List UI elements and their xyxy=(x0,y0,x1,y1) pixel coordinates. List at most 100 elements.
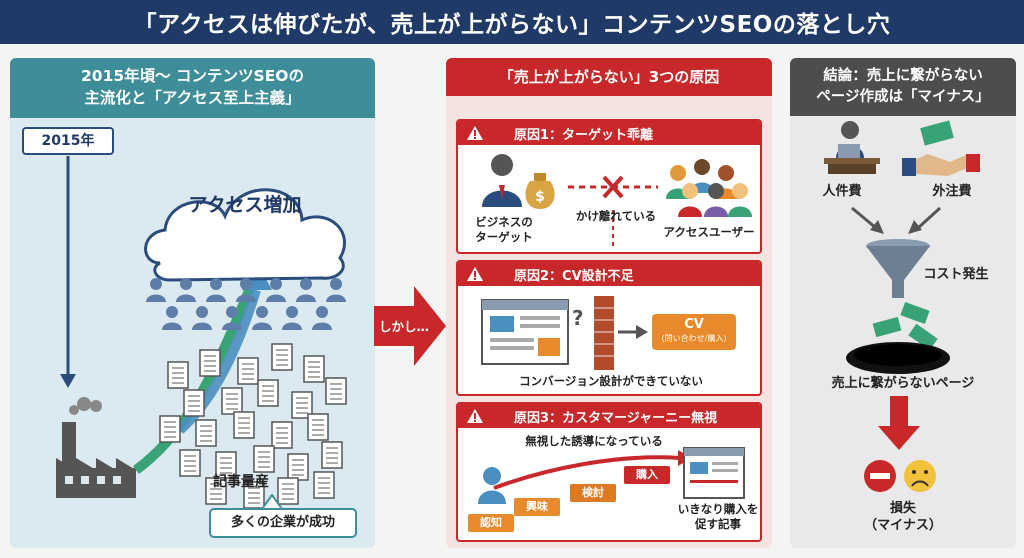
outsource-cost-label: 外注費 xyxy=(932,184,972,199)
person-icon xyxy=(240,278,252,290)
worker-desk-icon xyxy=(824,121,880,174)
webpage-icon xyxy=(481,299,569,365)
page-title: 「アクセスは伸びたが、売上が上がらない」コンテンツSEOの落とし穴 xyxy=(0,0,1024,44)
funnel-icon xyxy=(866,239,930,298)
document-icon xyxy=(221,387,243,415)
but-arrow-icon xyxy=(374,286,446,366)
person-icon xyxy=(150,278,162,290)
document-icon xyxy=(257,379,279,407)
document-icon xyxy=(307,413,329,441)
user-icon xyxy=(478,467,506,504)
document-icon xyxy=(233,411,255,439)
person-icon xyxy=(300,278,312,290)
history-header-line1: 2015年頃〜 コンテンツSEOの xyxy=(81,67,304,85)
factory-icon xyxy=(56,397,136,498)
documents-icon xyxy=(159,343,347,509)
svg-text:$: $ xyxy=(535,189,545,205)
document-icon xyxy=(271,343,293,371)
person-body xyxy=(312,322,332,330)
document-icon xyxy=(183,389,205,417)
hole-icon xyxy=(846,342,950,374)
document-icon xyxy=(195,419,217,447)
person-icon xyxy=(270,278,282,290)
cause2-title: 原因2：CV設計不足 xyxy=(514,268,634,284)
loss-label: 損失（マイナス） xyxy=(864,501,942,533)
conclusion-header-line2: ページ作成は「マイナス」 xyxy=(816,89,990,105)
conclusion-header-line1: 結論：売上に繋がらない xyxy=(823,68,983,84)
brick-wall-icon xyxy=(594,296,614,370)
gap-label: かけ離れている xyxy=(575,209,657,223)
document-icon xyxy=(325,377,347,405)
hole-label: 売上に繋がらないページ xyxy=(831,376,975,391)
but-label: しかし… xyxy=(378,319,429,334)
step-purchase: 購入 xyxy=(624,466,670,484)
warning-icon xyxy=(467,126,483,140)
causes-header: 「売上が上がらない」3つの原因 xyxy=(446,58,772,96)
crowd-icons xyxy=(146,278,346,330)
person-body xyxy=(266,294,286,302)
sad-face-icon xyxy=(904,460,936,492)
labor-cost-label: 人件費 xyxy=(822,184,862,199)
person-icon xyxy=(330,278,342,290)
businessman-icon xyxy=(482,154,522,207)
person-body xyxy=(236,294,256,302)
cloud-text: アクセス増加 xyxy=(188,194,302,216)
cv-box: CV (問い合わせ/購入) xyxy=(652,314,736,350)
article-icon xyxy=(683,447,745,499)
money-bag-icon: $ xyxy=(525,173,555,209)
users-group-icon xyxy=(666,159,752,217)
person-body xyxy=(296,294,316,302)
person-body xyxy=(222,322,242,330)
person-icon xyxy=(286,306,298,318)
conclusion-header: 結論：売上に繋がらない ページ作成は「マイナス」 xyxy=(790,58,1016,116)
cost-label: コスト発生 xyxy=(923,267,989,282)
access-users-label: アクセスユーザー xyxy=(663,225,755,239)
person-body xyxy=(176,294,196,302)
handshake-money-icon xyxy=(902,120,980,176)
question-mark: ? xyxy=(572,306,584,330)
person-body xyxy=(252,322,272,330)
person-icon xyxy=(226,306,238,318)
document-icon xyxy=(167,361,189,389)
cause1-title: 原因1：ターゲット乖離 xyxy=(514,127,654,143)
cv-caption: コンバージョン設計ができていない xyxy=(519,374,703,388)
minus-icon xyxy=(864,460,896,492)
document-icon xyxy=(303,355,325,383)
history-panel-header: 2015年頃〜 コンテンツSEOの 主流化と「アクセス至上主義」 xyxy=(10,58,375,118)
warning-icon xyxy=(467,409,483,423)
cause3-card: 原因3：カスタマージャーニー無視 無視した誘導になっている 認知 興味 検討 購… xyxy=(456,402,762,542)
cause2-card: 原因2：CV設計不足 ? CV (問い合わせ/購入) コンバージョン設計ができて… xyxy=(456,260,762,396)
success-bubble: 多くの企業が成功 xyxy=(209,508,357,538)
document-icon xyxy=(253,445,275,473)
document-icon xyxy=(199,349,221,377)
person-icon xyxy=(180,278,192,290)
document-icon xyxy=(313,471,335,499)
warning-icon xyxy=(467,267,483,281)
person-icon xyxy=(196,306,208,318)
history-illustration xyxy=(56,156,347,509)
person-icon xyxy=(316,306,328,318)
person-body xyxy=(206,294,226,302)
cause3-title: 原因3：カスタマージャーニー無視 xyxy=(514,410,718,426)
conclusion-illustration xyxy=(824,120,980,492)
document-icon xyxy=(237,357,259,385)
person-body xyxy=(326,294,346,302)
person-icon xyxy=(256,306,268,318)
person-body xyxy=(192,322,212,330)
step-consideration: 検討 xyxy=(570,484,616,502)
document-icon xyxy=(321,441,343,469)
docs-label: 記事量産 xyxy=(213,474,269,490)
person-body xyxy=(282,322,302,330)
document-icon xyxy=(287,453,309,481)
article-label: いきなり購入を促す記事 xyxy=(677,502,759,531)
person-body xyxy=(146,294,166,302)
person-body xyxy=(162,322,182,330)
person-icon xyxy=(166,306,178,318)
document-icon xyxy=(159,415,181,443)
step-awareness: 認知 xyxy=(468,514,514,532)
conclusion-panel: 結論：売上に繋がらない ページ作成は「マイナス」 xyxy=(790,58,1016,548)
business-target-label: ビジネスのターゲット xyxy=(475,215,533,244)
cloud-icon xyxy=(144,188,346,282)
induction-label: 無視した誘導になっている xyxy=(525,434,663,448)
money-icon xyxy=(872,301,938,351)
